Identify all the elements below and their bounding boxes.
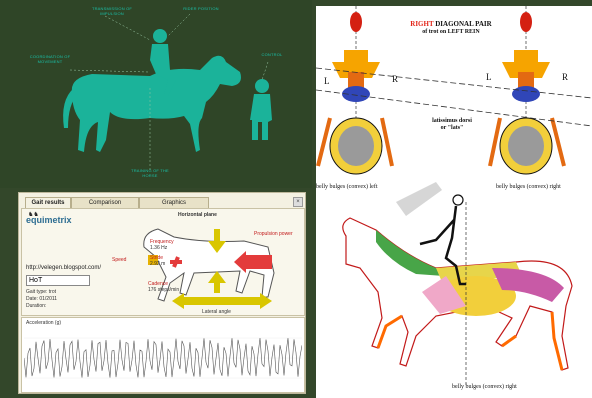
horse-select[interactable]: HoT bbox=[26, 275, 90, 286]
label-training: TRAINING OF THE HORSE bbox=[124, 168, 176, 178]
info-line-2: Duration: bbox=[26, 303, 46, 309]
results-area: equimetrix ♞♞ http://velegen.blogspot.co… bbox=[21, 208, 305, 316]
rider-diagram-panel: TRANSMISSION OF IMPULSION RIDER POSITION… bbox=[0, 0, 312, 188]
label-control: CONTROL bbox=[252, 52, 292, 57]
url-text: http://velegen.blogspot.com/ bbox=[26, 265, 101, 271]
horse-icon: ♞♞ bbox=[28, 211, 39, 218]
tab-graphics[interactable]: Graphics bbox=[139, 197, 209, 208]
label-impulsion: TRANSMISSION OF IMPULSION bbox=[82, 6, 142, 16]
label-R-left: R bbox=[392, 74, 398, 84]
acceleration-signal bbox=[24, 328, 302, 390]
belly-left-label: belly bulges (convex) left bbox=[316, 184, 377, 190]
propulsion-label: Propulsion power bbox=[254, 231, 293, 237]
info-line-1: Date: 01/2011 bbox=[26, 296, 57, 302]
label-L-left: L bbox=[324, 76, 330, 86]
label-coordination: COORDINATION OF MOVEMENT bbox=[28, 54, 72, 64]
horse-rider-silhouette bbox=[0, 0, 312, 188]
muscle-label-line1: latissimus dorsi bbox=[402, 118, 502, 125]
label-rider-position: RIDER POSITION bbox=[176, 6, 226, 11]
cadence-value: 176 steps/min bbox=[148, 287, 179, 293]
tab-gait-results[interactable]: Gait results bbox=[25, 197, 71, 208]
muscle-label: latissimus dorsi or "lats" bbox=[402, 118, 502, 132]
equimetrix-app-window: Gait results Comparison Graphics × equim… bbox=[18, 192, 306, 394]
label-L-right: L bbox=[486, 72, 492, 82]
signal-panel: Acceleration (g) bbox=[21, 317, 305, 393]
diagonal-pair-panel: RIGHT DIAGONAL PAIR of trot on LEFT REIN bbox=[316, 6, 592, 398]
label-R-right: R bbox=[562, 72, 568, 82]
belly-right-label: belly bulges (convex) right bbox=[496, 184, 561, 190]
gait-title: Horizontal plane bbox=[178, 212, 217, 218]
diagonal-title: RIGHT DIAGONAL PAIR bbox=[366, 20, 536, 28]
title-rest: DIAGONAL PAIR bbox=[434, 20, 492, 28]
frequency-value: 1.36 Hz bbox=[150, 245, 167, 251]
diagonal-subtitle: of trot on LEFT REIN bbox=[366, 29, 536, 35]
info-line-0: Gait type: trot bbox=[26, 289, 56, 295]
tab-comparison[interactable]: Comparison bbox=[71, 197, 139, 208]
side-view-horse bbox=[343, 195, 572, 386]
speed-label: Speed bbox=[112, 257, 126, 263]
belly-bottom-label: belly bulges (convex) right bbox=[452, 384, 517, 390]
close-icon[interactable]: × bbox=[293, 197, 303, 207]
stride-value: 2.92 m bbox=[150, 261, 165, 267]
horse-anatomy-drawing bbox=[316, 6, 592, 398]
title-right: RIGHT bbox=[410, 20, 433, 28]
lateral-label: Lateral angle bbox=[202, 309, 231, 315]
muscle-label-line2: or "lats" bbox=[402, 125, 502, 132]
signal-label: Acceleration (g) bbox=[26, 320, 61, 326]
